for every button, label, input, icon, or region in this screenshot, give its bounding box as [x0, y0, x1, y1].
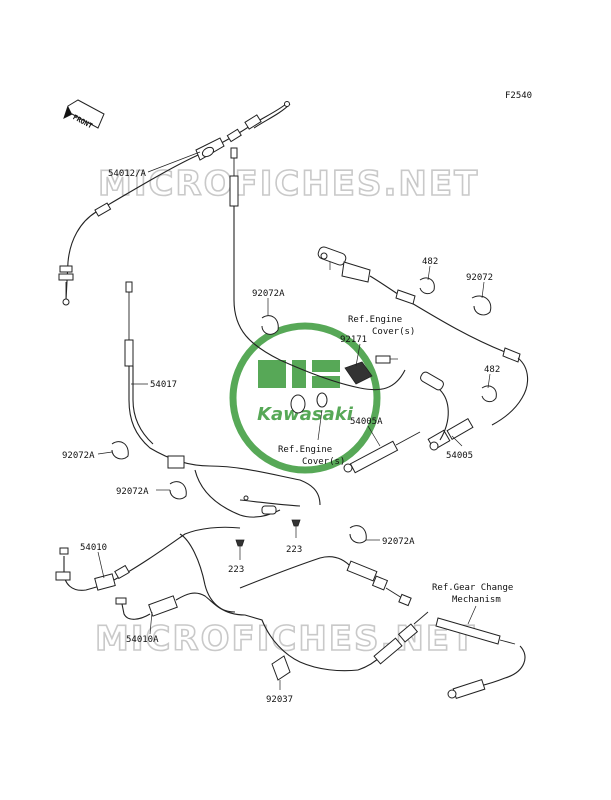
watermark-top: MICROFICHES.NET [98, 164, 479, 204]
callout-223-left: 223 [228, 565, 244, 575]
callout-92072a-lower: 92072A [382, 537, 415, 547]
ref-gear-change-line1: Ref.Gear Change [432, 583, 513, 593]
figure-code: F2540 [505, 91, 532, 101]
leader-lines [97, 151, 491, 690]
callout-92072a-left: 92072A [62, 451, 95, 461]
choke-cable-54017 [124, 281, 321, 518]
cable-54010 [55, 526, 241, 591]
gear-change-cable [435, 617, 526, 700]
clip-92072a-left [111, 441, 129, 460]
callout-92171: 92171 [340, 335, 367, 345]
clip-92072a-middle [169, 481, 187, 500]
cable-54010a [115, 592, 236, 620]
adjuster-54005a [343, 371, 449, 474]
bushing-right [316, 392, 328, 408]
front-arrow-icon: FRONT [63, 99, 105, 130]
callout-92072a-upper: 92072A [252, 289, 285, 299]
clip-482-lower [481, 385, 497, 403]
ref-engine-cover-lower-line1: Ref.Engine [278, 445, 332, 455]
ref-engine-cover-upper-line2: Cover(s) [372, 327, 415, 337]
ref-gear-change-line2: Mechanism [452, 595, 501, 605]
bolt-223-left [235, 539, 245, 552]
callout-482-upper: 482 [422, 257, 438, 267]
ref-engine-cover-upper-line1: Ref.Engine [348, 315, 402, 325]
kawasaki-logo: Kawasaki [229, 322, 381, 474]
callout-92037: 92037 [266, 695, 293, 705]
bolt-223-right [291, 519, 301, 532]
clip-92072a-upper [261, 315, 279, 335]
callout-54010a: 54010A [126, 635, 159, 645]
callout-54012a: 54012/A [108, 169, 147, 179]
bushing-left [290, 394, 306, 414]
callout-223-right: 223 [286, 545, 302, 555]
callout-92072a-middle: 92072A [116, 487, 149, 497]
callout-54010: 54010 [80, 543, 107, 553]
brake-cable-upper [229, 147, 406, 391]
callout-92072: 92072 [466, 273, 493, 283]
ref-engine-cover-lower-line2: Cover(s) [302, 457, 345, 467]
clip-482-upper [419, 277, 435, 295]
logo-wordmark: Kawasaki [257, 404, 354, 425]
callout-482-lower: 482 [484, 365, 500, 375]
clip-92072a-lower [349, 525, 367, 544]
throttle-cable [58, 101, 291, 306]
rear-cables [179, 533, 429, 672]
brake-cable-right [317, 246, 529, 451]
clip-92072 [471, 295, 492, 316]
callout-54005: 54005 [446, 451, 473, 461]
callout-54005a: 54005A [350, 417, 383, 427]
callout-54017: 54017 [150, 380, 177, 390]
clamp-92037 [271, 655, 291, 681]
